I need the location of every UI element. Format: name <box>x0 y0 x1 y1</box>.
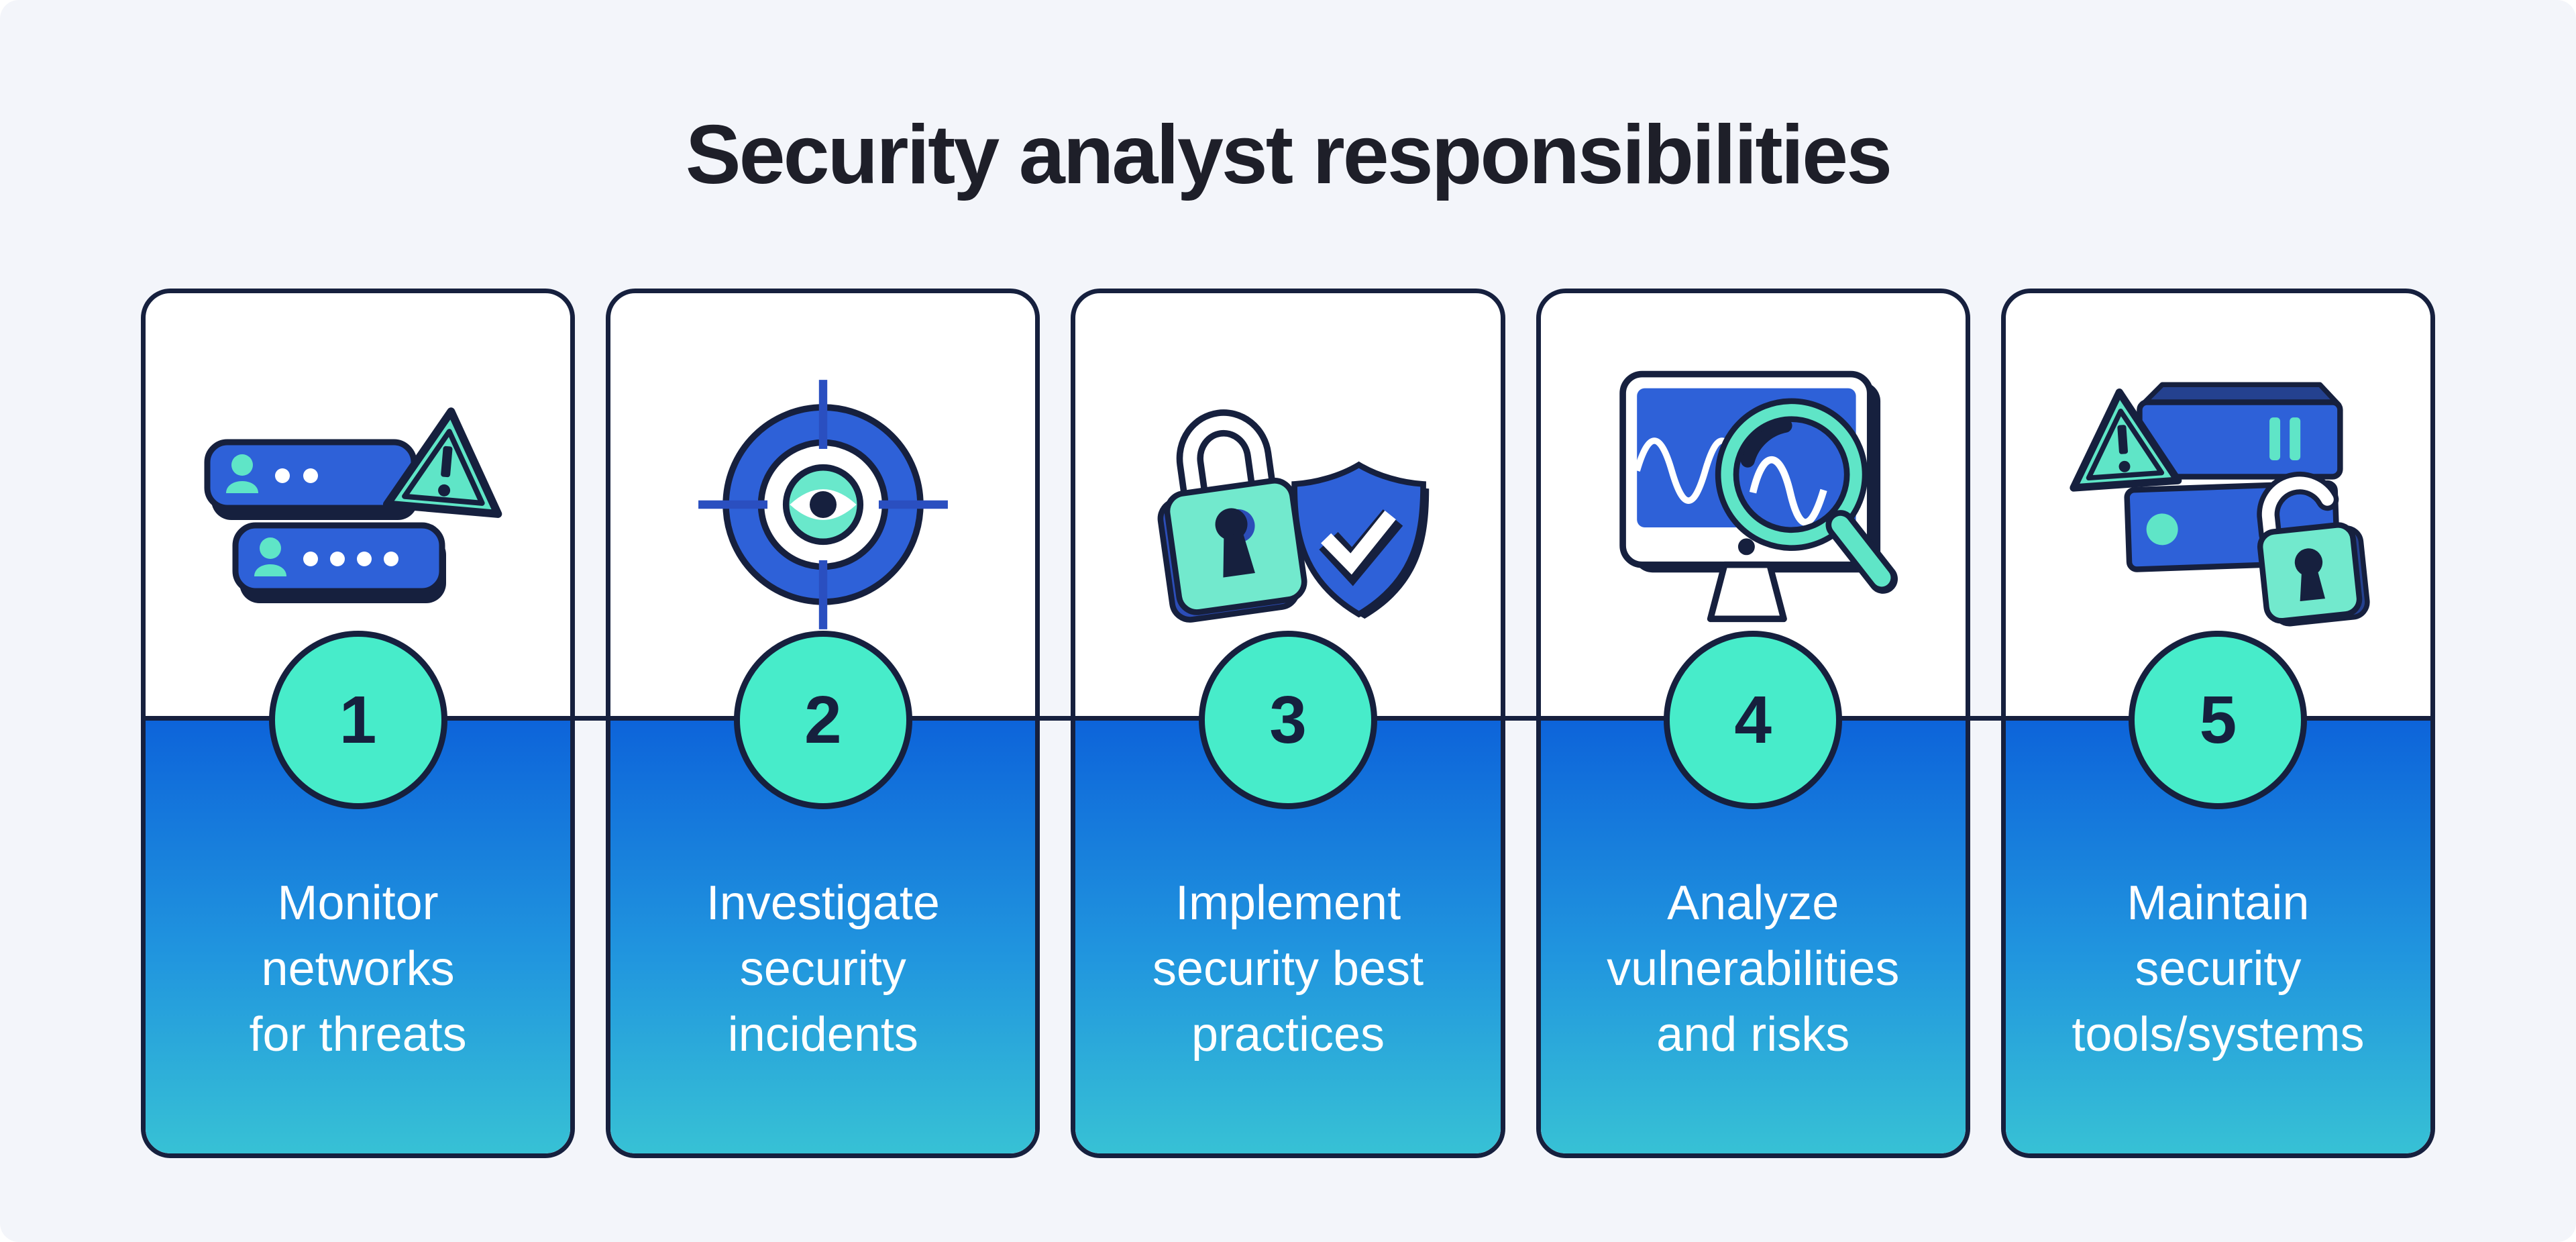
step-number-badge: 2 <box>733 631 912 809</box>
caption-line: security best <box>1152 941 1424 996</box>
card-caption-panel: Analyze vulnerabilities and risks <box>1540 716 1966 1153</box>
card-monitor-networks: 1 Monitor networks for threats <box>141 289 576 1158</box>
card-caption-panel: Implement security best practices <box>1075 716 1501 1153</box>
caption-line: and risks <box>1656 1007 1850 1062</box>
caption-line: Implement <box>1175 876 1401 930</box>
card-maintain-tools: 5 Maintain security tools/systems <box>2000 289 2436 1158</box>
caption-line: incidents <box>727 1007 918 1062</box>
card-investigate-incidents: 2 Investigate security incidents <box>606 289 1040 1158</box>
page-title: Security analyst responsibilities <box>685 109 1892 201</box>
step-number-badge: 1 <box>268 631 447 809</box>
card-caption-panel: Investigate security incidents <box>610 716 1036 1153</box>
step-number-badge: 3 <box>1199 631 1377 809</box>
step-number: 1 <box>339 682 377 758</box>
monitor-magnifier-icon <box>1541 293 1966 716</box>
caption-line: Analyze <box>1667 876 1839 930</box>
card-best-practices: 3 Implement security best practices <box>1071 289 1505 1158</box>
caption-line: vulnerabilities <box>1607 941 1900 996</box>
caption-line: for threats <box>249 1007 467 1062</box>
server-lock-alert-icon <box>2006 293 2430 716</box>
step-number-badge: 4 <box>1664 631 1843 809</box>
caption-line: Investigate <box>706 876 940 930</box>
step-number-badge: 5 <box>2129 631 2308 809</box>
caption-line: tools/systems <box>2072 1007 2365 1062</box>
step-number: 4 <box>1734 682 1772 758</box>
caption-line: networks <box>261 941 455 996</box>
step-number: 2 <box>804 682 842 758</box>
cards-row: 1 Monitor networks for threats <box>141 289 2436 1158</box>
step-number: 5 <box>2199 682 2237 758</box>
card-caption-panel: Monitor networks for threats <box>146 716 571 1153</box>
caption-line: Monitor <box>277 876 439 930</box>
caption-line: Maintain <box>2127 876 2310 930</box>
lock-shield-icon <box>1075 293 1500 716</box>
step-number: 3 <box>1269 682 1307 758</box>
caption-line: security <box>739 941 906 996</box>
caption-line: practices <box>1191 1007 1385 1062</box>
card-analyze-vulnerabilities: 4 Analyze vulnerabilities and risks <box>1536 289 1970 1158</box>
credentials-alert-icon <box>146 293 570 716</box>
caption-line: security <box>2135 941 2302 996</box>
target-eye-icon <box>610 293 1035 716</box>
